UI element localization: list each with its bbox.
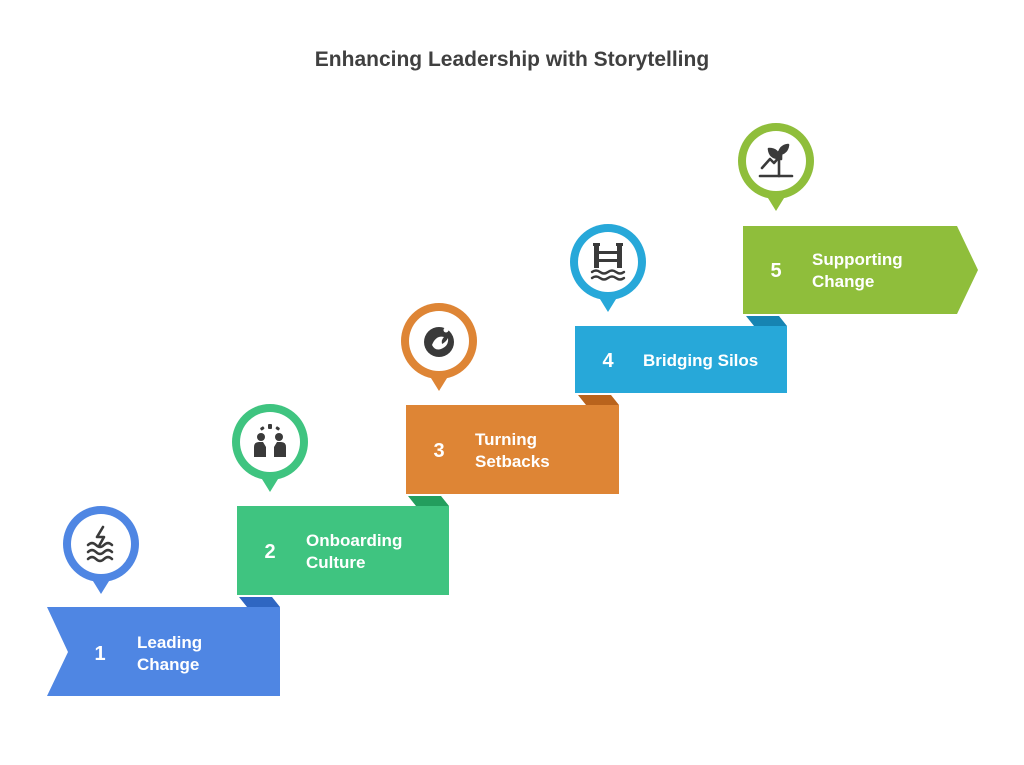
step-5-label-line1: Supporting (812, 250, 903, 269)
step-3-fold (578, 395, 619, 405)
step-5-number: 5 (770, 260, 781, 282)
step-2-fold (408, 496, 449, 506)
step-4: 4 Bridging Silos (570, 224, 787, 393)
step-1-label-line2: Change (137, 655, 199, 674)
step-2-pin-inner (240, 412, 300, 472)
step-2-number: 2 (264, 541, 275, 563)
step-2-pin (232, 404, 308, 492)
bridge-icon (590, 243, 626, 281)
step-4-label-line1: Bridging Silos (643, 351, 758, 370)
step-4-number: 4 (602, 350, 614, 372)
diagram-title: Enhancing Leadership with Storytelling (314, 48, 710, 71)
step-5-pin (738, 123, 814, 211)
step-5-banner (743, 226, 978, 314)
step-4-fold (746, 316, 787, 326)
step-1-number: 1 (94, 643, 105, 665)
step-1-fold (239, 597, 280, 607)
step-2-label-line1: Onboarding (306, 531, 402, 550)
step-1-banner (47, 607, 280, 696)
step-2: 2 Onboarding Culture (232, 404, 449, 595)
step-1-label-line1: Leading (137, 633, 202, 652)
step-3-label-line2: Setbacks (475, 452, 550, 471)
step-1: 1 Leading Change (47, 506, 280, 696)
step-3-label-line1: Turning (475, 430, 537, 449)
step-4-banner (575, 326, 787, 393)
step-3-banner (406, 405, 619, 494)
step-3: 3 Turning Setbacks (401, 303, 619, 494)
step-1-pin (63, 506, 139, 594)
waves-lightning-icon (86, 525, 114, 563)
step-5-label-line2: Change (812, 272, 874, 291)
step-3-pin (401, 303, 477, 391)
step-5: 5 Supporting Change (738, 123, 978, 314)
step-3-number: 3 (433, 440, 444, 462)
step-2-banner (237, 506, 449, 595)
step-2-label-line2: Culture (306, 553, 366, 572)
growing-sprout-icon (758, 143, 794, 178)
welcoming-people-icon (254, 424, 286, 457)
step-4-pin (570, 224, 646, 312)
phoenix-icon (424, 327, 454, 357)
